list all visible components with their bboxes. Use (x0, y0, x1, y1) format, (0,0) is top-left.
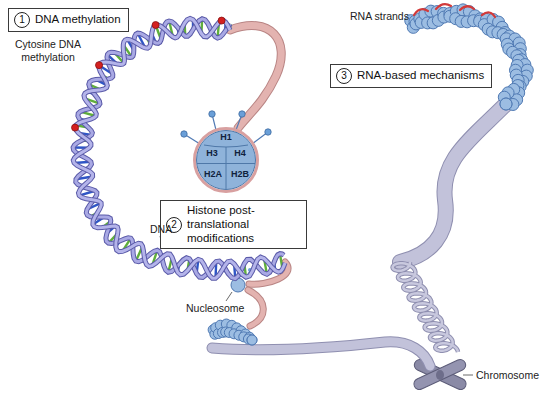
histone-divider (226, 147, 227, 189)
chromatin-fibre (400, 105, 505, 262)
nucleosome-bead (500, 98, 512, 110)
rna-strand (482, 12, 495, 17)
callout-number: 3 (336, 68, 352, 84)
histone-divider (197, 163, 255, 164)
histone-tail (265, 129, 271, 135)
part-label: DNA (150, 223, 172, 236)
part-label: RNA strands (350, 10, 409, 23)
rna-strand (414, 9, 428, 15)
chromatin-fibre (212, 342, 430, 366)
rna-strand (460, 6, 474, 10)
methyl-group (72, 124, 79, 131)
callout-number: 1 (14, 12, 30, 28)
chromosome-figure (412, 358, 468, 392)
histone-label: H4 (234, 148, 246, 158)
box-text: Histone post-translational modifications (187, 204, 299, 245)
box-text: DNA methylation (35, 13, 121, 27)
methyl-group (96, 62, 103, 69)
histone-divider (204, 145, 248, 147)
chromatin-tube (230, 26, 281, 128)
leader-line (226, 292, 232, 301)
box-text: RNA-based mechanisms (357, 69, 484, 83)
numbered-box: 1 DNA methylation (8, 8, 129, 32)
histone-tail (209, 111, 215, 117)
histone-tail (239, 111, 245, 117)
numbered-box: 2Histone post-translational modification… (160, 200, 307, 249)
chromatin-fibre (400, 105, 505, 262)
rna-strand (436, 4, 451, 9)
histone-octamer: H1H3 H4H2A H2B (193, 127, 259, 193)
dna-wrap (195, 129, 258, 192)
methyl-group (218, 17, 225, 24)
histone-label: H3 (206, 148, 218, 158)
leader-line (463, 375, 473, 376)
chromatin-coil (393, 262, 458, 352)
chromatin-tube (248, 290, 263, 326)
part-label: Nucleosome (186, 302, 244, 315)
chromatin-fibre (212, 342, 430, 366)
chromatin-tube (248, 290, 263, 326)
histone-label: H2B (231, 169, 249, 179)
chromatin-coil (393, 262, 458, 352)
chromatin-tube (230, 26, 281, 128)
nucleosome-bead (500, 98, 512, 110)
histone-core (197, 131, 256, 190)
part-label: Chromosome (476, 369, 539, 382)
histone-tail (181, 131, 187, 137)
histone-label: H2A (204, 169, 222, 179)
nucleosome-bead (247, 335, 257, 345)
nucleosome-bead (247, 335, 257, 345)
numbered-box: 3 RNA-based mechanisms (330, 64, 492, 88)
part-label: Cytosine DNA methylation (12, 38, 84, 63)
methyl-group (152, 22, 159, 29)
histone-label: H1 (220, 132, 232, 142)
